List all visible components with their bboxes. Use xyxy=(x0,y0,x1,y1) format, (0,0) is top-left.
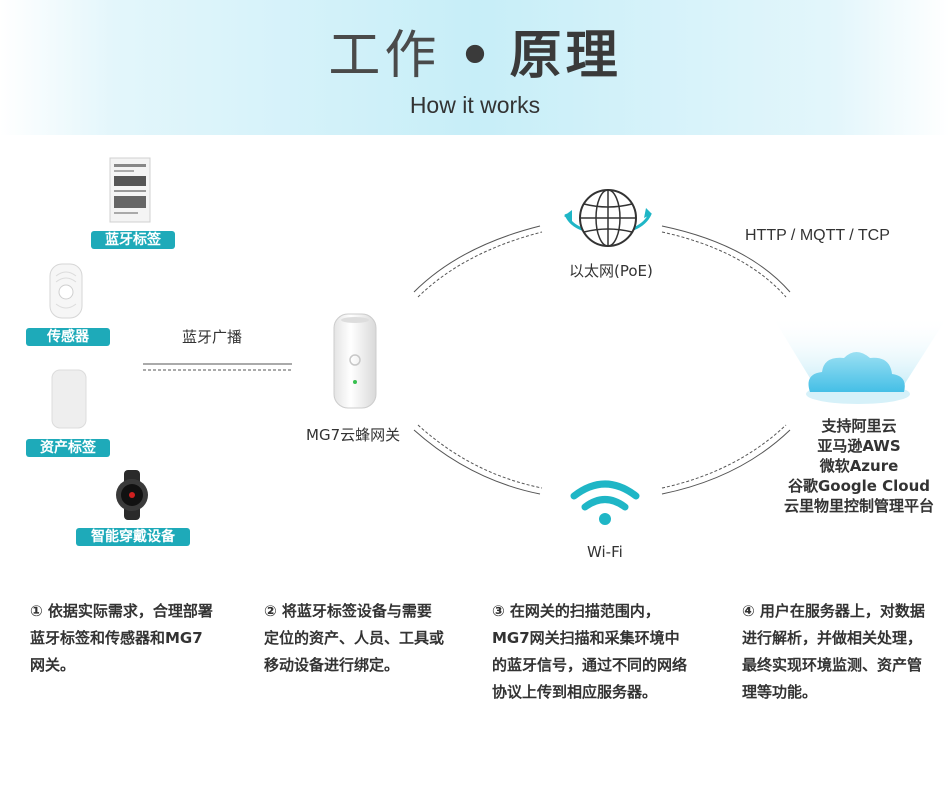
sensor-label: 传感器 xyxy=(26,328,110,346)
step-3: ③ 在网关的扫描范围内， MG7网关扫描和采集环境中 的蓝牙信号，通过不同的网络… xyxy=(492,598,687,706)
wifi-icon xyxy=(570,480,640,525)
cloud-platform-line: 谷歌Google Cloud xyxy=(787,477,931,495)
page-title: 工作 • 原理 xyxy=(0,24,950,88)
bluetooth-tag-icon xyxy=(109,157,151,223)
step-4: ④ 用户在服务器上，对数据 进行解析，并做相关处理， 最终实现环境监测、资产管 … xyxy=(742,598,925,706)
step-line: 理等功能。 xyxy=(742,683,818,701)
page-subtitle: How it works xyxy=(409,92,541,118)
asset-tag-label: 资产标签 xyxy=(26,439,110,457)
globe-icon xyxy=(564,189,652,247)
step-line: ② 将蓝牙标签设备与需要 xyxy=(264,602,432,620)
cloud-platform-line: 支持阿里云 xyxy=(821,417,897,435)
wifi-label: Wi-Fi xyxy=(587,543,623,561)
cloud-icon xyxy=(772,316,948,404)
gateway-label: MG7云蜂网关 xyxy=(306,426,401,444)
cloud-platform-line: 微软Azure xyxy=(819,457,899,475)
title-light: 工作 xyxy=(328,26,441,86)
asset-tag-icon xyxy=(51,369,87,429)
step-1: ① 依据实际需求，合理部署 蓝牙标签和传感器和MG7 网关。 xyxy=(30,598,213,679)
step-line: MG7网关扫描和采集环境中 xyxy=(492,629,680,647)
ethernet-cloud-arc-solid xyxy=(661,225,791,293)
step-line: 进行解析，并做相关处理， xyxy=(742,629,923,647)
step-line: 最终实现环境监测、资产管 xyxy=(742,656,923,674)
gateway-icon xyxy=(333,313,377,409)
title-bold: 原理 xyxy=(509,26,622,86)
step-line: 定位的资产、人员、工具或 xyxy=(264,629,445,647)
gateway-wifi-arc-solid xyxy=(413,429,541,495)
step-line: 协议上传到相应服务器。 xyxy=(492,683,658,701)
step-line: ① 依据实际需求，合理部署 xyxy=(30,602,213,620)
gateway-ethernet-arc-dashed xyxy=(417,231,543,298)
protocols-label: HTTP / MQTT / TCP xyxy=(745,227,890,244)
step-line: 蓝牙标签和传感器和MG7 xyxy=(30,629,203,647)
bluetooth-broadcast-label: 蓝牙广播 xyxy=(182,328,243,346)
step-2: ② 将蓝牙标签设备与需要 定位的资产、人员、工具或 移动设备进行绑定。 xyxy=(264,598,444,679)
ethernet-cloud-arc-dashed xyxy=(661,231,787,298)
cloud-platform-line: 亚马逊AWS xyxy=(817,437,901,455)
step-line: 移动设备进行绑定。 xyxy=(264,656,400,674)
gateway-wifi-arc-dashed xyxy=(417,424,543,489)
title-dot: • xyxy=(458,26,492,86)
cloud-platforms: 支持阿里云 亚马逊AWS 微软Azure 谷歌Google Cloud 云里物里… xyxy=(770,416,948,516)
bluetooth-tag-label: 蓝牙标签 xyxy=(91,231,175,249)
step-line: 网关。 xyxy=(30,656,76,674)
gateway-ethernet-arc-solid xyxy=(413,225,541,293)
header-banner: 工作 • 原理 How it works xyxy=(0,0,950,135)
wearable-icon xyxy=(116,470,148,520)
wifi-cloud-arc-dashed xyxy=(661,424,787,489)
wearable-label: 智能穿戴设备 xyxy=(76,528,190,546)
wifi-cloud-arc-solid xyxy=(661,429,791,495)
sensor-icon xyxy=(49,263,83,319)
ethernet-label: 以太网(PoE) xyxy=(569,262,653,280)
step-line: 的蓝牙信号，通过不同的网络 xyxy=(492,656,688,674)
step-line: ③ 在网关的扫描范围内， xyxy=(492,602,660,620)
step-line: ④ 用户在服务器上，对数据 xyxy=(742,602,925,620)
cloud-platform-line: 云里物里控制管理平台 xyxy=(783,497,934,515)
